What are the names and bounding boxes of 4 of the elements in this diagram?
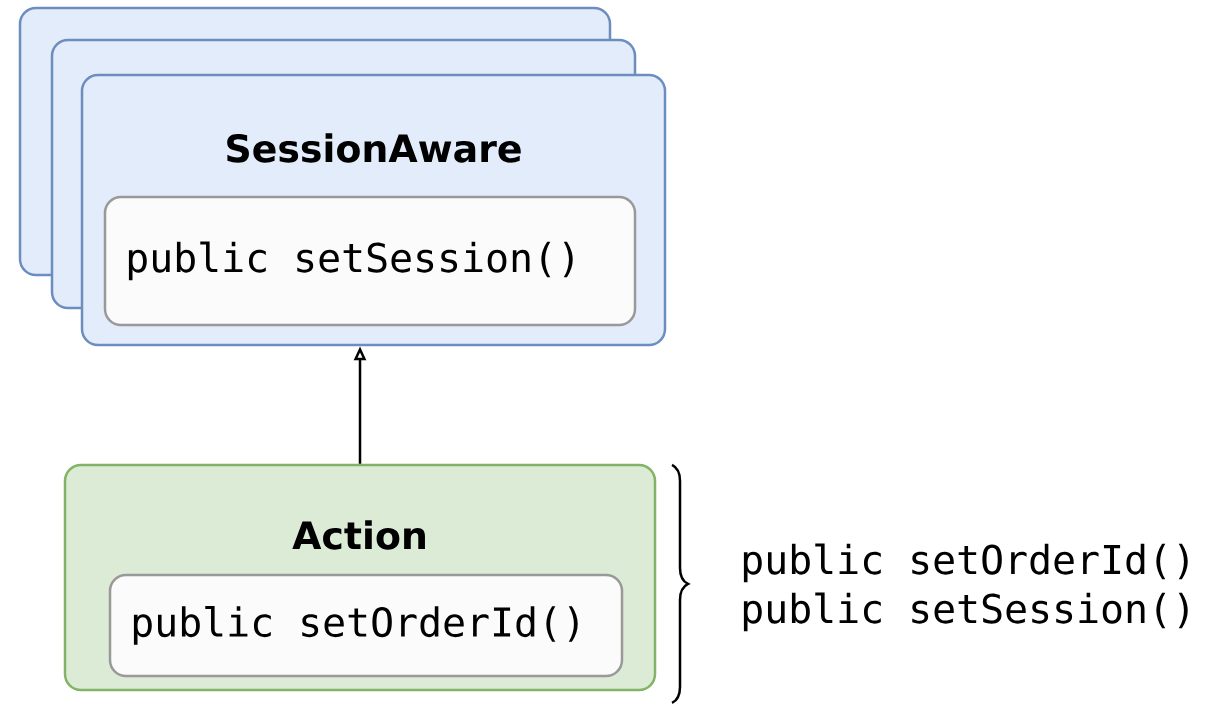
method-label: public setSession() (743, 592, 1188, 632)
method-box: public setSession() (103, 195, 637, 327)
method-box: public setOrderId() (108, 573, 624, 678)
method-label: public setOrderId() (743, 543, 1188, 583)
